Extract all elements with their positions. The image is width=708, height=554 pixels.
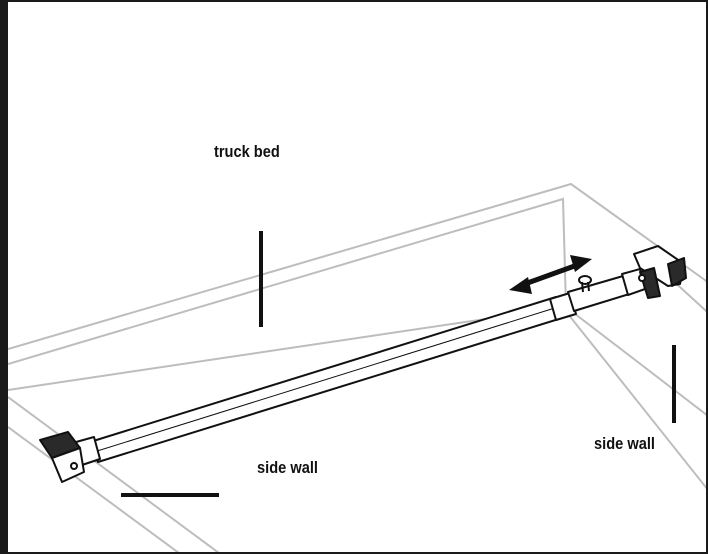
cargo-bar (75, 268, 646, 466)
bed-rail-top-outer (8, 182, 706, 350)
foot-pad-right-bolt (638, 274, 646, 282)
foot-pad-right-face (667, 257, 687, 287)
left-wall-edge-1 (8, 396, 220, 552)
bed-rail-top-inner (8, 197, 706, 416)
arrow-head-left (509, 277, 532, 294)
foot-pad-left (39, 431, 85, 483)
arrow-head-right (570, 255, 592, 272)
adjustment-knob-stem-2 (587, 281, 590, 292)
left-wall-edge-2 (8, 426, 180, 552)
truck-bed-illustration (8, 182, 706, 552)
side-wall-label-left: side wall (257, 458, 318, 477)
side-wall-label-right: side wall (594, 434, 655, 453)
bed-floor-edge (8, 306, 567, 391)
arrow-shaft (521, 261, 581, 288)
foot-pad-left-body (51, 447, 85, 483)
right-floor-edge (567, 313, 706, 490)
leader-lines (121, 231, 676, 497)
foot-pad-left-bolt (70, 462, 78, 470)
adjust-length-arrow (509, 255, 592, 294)
foot-pad-right (633, 245, 687, 299)
adjustment-knob (578, 275, 592, 285)
adjustment-knob-stem (581, 281, 584, 293)
bar-tube-highlight (93, 306, 559, 453)
truck-bed-label: truck bed (214, 142, 280, 161)
